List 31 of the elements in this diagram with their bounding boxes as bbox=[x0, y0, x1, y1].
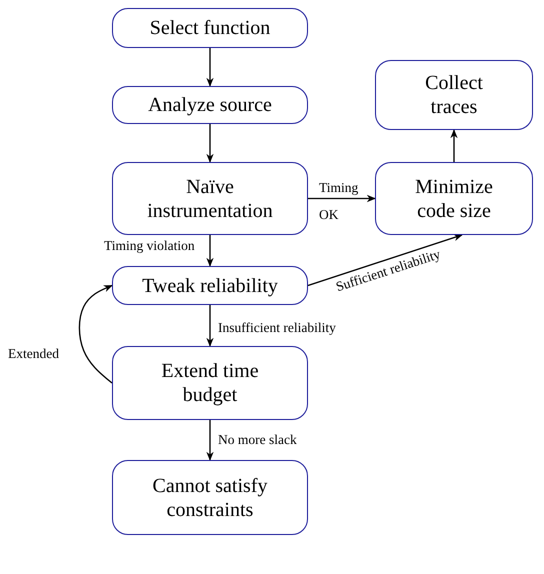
process-box bbox=[375, 60, 533, 130]
process-box bbox=[112, 346, 308, 420]
box-label: Analyze source bbox=[148, 93, 272, 117]
edge-label: Sufficient reliability bbox=[334, 246, 442, 296]
arrow bbox=[308, 234, 463, 286]
process-box bbox=[112, 266, 308, 305]
edge-label: Timing OK bbox=[319, 179, 360, 224]
process-box bbox=[112, 86, 308, 124]
box-label: Select function bbox=[150, 16, 270, 40]
edge-label: No more slack bbox=[218, 432, 297, 448]
process-box bbox=[112, 8, 308, 48]
arrow bbox=[206, 305, 214, 347]
box-label: Cannot satisfy constraints bbox=[152, 474, 268, 522]
edge-label: Insufficient reliability bbox=[218, 320, 336, 336]
process-box bbox=[112, 460, 308, 535]
arrow bbox=[308, 194, 376, 202]
box-label: Minimize code size bbox=[414, 174, 494, 222]
process-box bbox=[375, 162, 533, 235]
arrow bbox=[78, 284, 113, 384]
edge-label: Timing violation bbox=[104, 238, 195, 254]
arrow bbox=[206, 420, 214, 461]
arrow bbox=[206, 124, 214, 163]
arrow bbox=[450, 129, 458, 162]
arrow bbox=[206, 48, 214, 87]
box-label: Extend time budget bbox=[160, 359, 260, 407]
arrow bbox=[206, 235, 214, 267]
box-label: Tweak reliability bbox=[142, 274, 278, 298]
box-label: Naïve instrumentation bbox=[146, 174, 274, 222]
edge-label: Extended bbox=[8, 346, 59, 362]
box-label: Collect traces bbox=[424, 71, 484, 119]
process-box bbox=[112, 162, 308, 235]
